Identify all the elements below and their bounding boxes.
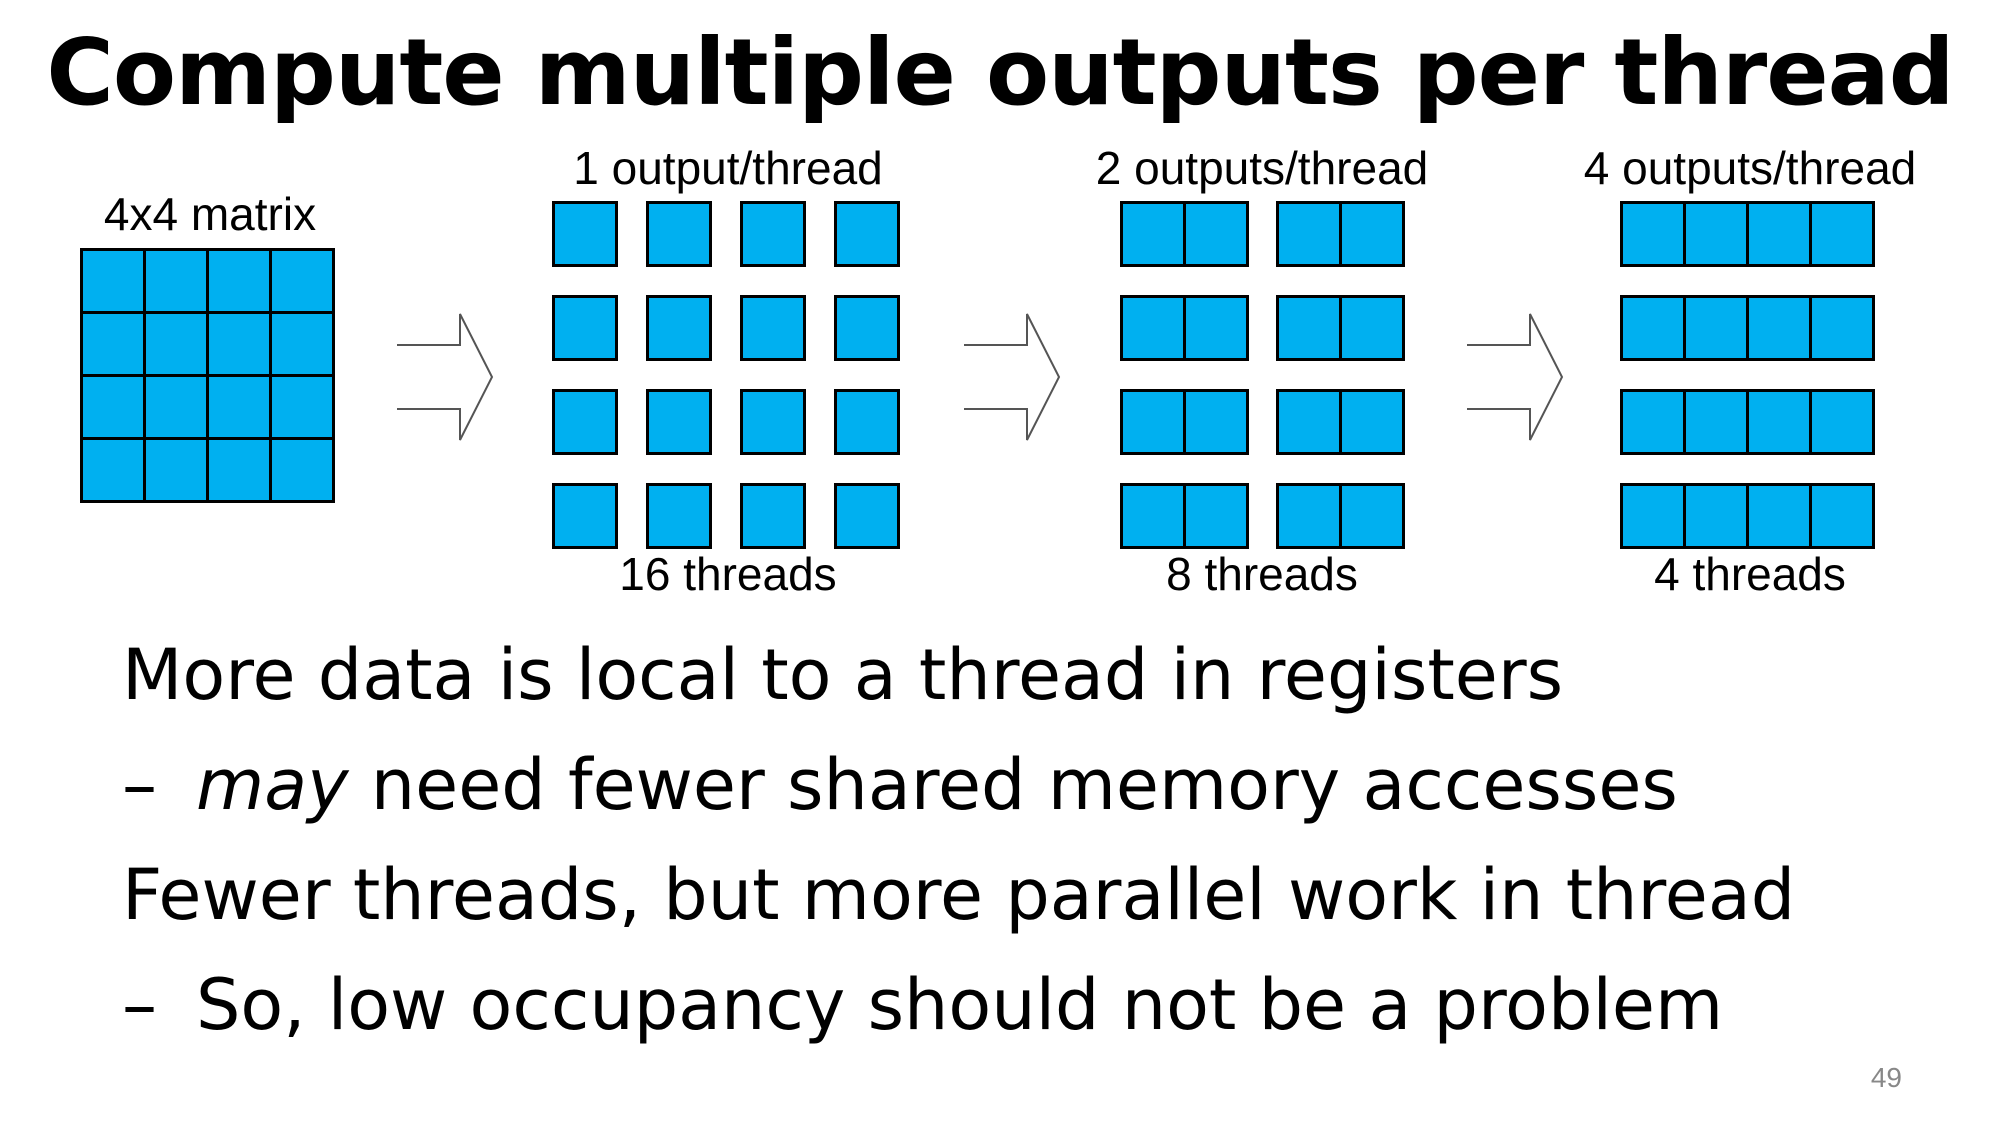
thread-block-2-cell bbox=[1120, 201, 1186, 267]
bullet-1: More data is local to a thread in regist… bbox=[122, 634, 1564, 716]
thread-block-2-cell bbox=[1339, 295, 1405, 361]
thread-block-1 bbox=[552, 295, 618, 361]
matrix-cell bbox=[206, 248, 272, 314]
thread-block-4-cell bbox=[1746, 201, 1812, 267]
bullet-2: –may need fewer shared memory accesses bbox=[122, 744, 1678, 826]
matrix-cell bbox=[143, 437, 209, 503]
thread-block-1 bbox=[552, 201, 618, 267]
thread-block-2-cell bbox=[1120, 295, 1186, 361]
thread-block-4-cell bbox=[1746, 483, 1812, 549]
thread-block-2-cell bbox=[1339, 201, 1405, 267]
panel-3-threads: 4 threads bbox=[1654, 548, 1846, 600]
thread-block-2-cell bbox=[1276, 201, 1342, 267]
matrix-cell bbox=[269, 311, 335, 377]
matrix-cell bbox=[80, 437, 146, 503]
page-number: 49 bbox=[1870, 1062, 1902, 1093]
panel-1-threads: 16 threads bbox=[619, 548, 837, 600]
matrix-cell bbox=[206, 374, 272, 440]
thread-block-2-cell bbox=[1183, 295, 1249, 361]
matrix-label: 4x4 matrix bbox=[103, 188, 317, 240]
thread-block-1 bbox=[646, 295, 712, 361]
right-arrow-icon bbox=[397, 313, 494, 441]
right-arrow-icon bbox=[1467, 313, 1564, 441]
thread-block-4-cell bbox=[1746, 389, 1812, 455]
matrix-cell bbox=[80, 311, 146, 377]
thread-block-1 bbox=[552, 389, 618, 455]
matrix-cell bbox=[80, 248, 146, 314]
matrix-cell bbox=[269, 374, 335, 440]
bullet-list: More data is local to a thread in regist… bbox=[122, 620, 1795, 1060]
thread-block-4-cell bbox=[1746, 295, 1812, 361]
thread-block-1 bbox=[646, 201, 712, 267]
thread-block-1 bbox=[740, 389, 806, 455]
panel-3-label: 4 outputs/thread bbox=[1583, 142, 1917, 194]
matrix-cell bbox=[269, 437, 335, 503]
panel-2-label: 2 outputs/thread bbox=[1095, 142, 1429, 194]
thread-block-2-cell bbox=[1120, 389, 1186, 455]
matrix-cell bbox=[143, 311, 209, 377]
thread-block-1 bbox=[834, 201, 900, 267]
thread-block-1 bbox=[552, 483, 618, 549]
thread-block-4-cell bbox=[1620, 389, 1686, 455]
matrix-cell bbox=[206, 437, 272, 503]
matrix-cell bbox=[143, 374, 209, 440]
thread-block-4-cell bbox=[1683, 201, 1749, 267]
thread-block-1 bbox=[834, 295, 900, 361]
thread-block-2-cell bbox=[1276, 483, 1342, 549]
thread-block-2-cell bbox=[1183, 201, 1249, 267]
matrix-cell bbox=[80, 374, 146, 440]
thread-block-4-cell bbox=[1683, 295, 1749, 361]
panel-2-threads: 8 threads bbox=[1166, 548, 1358, 600]
thread-block-1 bbox=[646, 483, 712, 549]
thread-block-4-cell bbox=[1620, 201, 1686, 267]
thread-block-1 bbox=[740, 295, 806, 361]
thread-block-4-cell bbox=[1809, 295, 1875, 361]
thread-block-1 bbox=[740, 201, 806, 267]
thread-block-2-cell bbox=[1339, 389, 1405, 455]
thread-block-4-cell bbox=[1620, 295, 1686, 361]
thread-block-1 bbox=[834, 483, 900, 549]
panel-1-label: 1 output/thread bbox=[573, 142, 883, 194]
thread-block-2-cell bbox=[1183, 483, 1249, 549]
matrix-cell bbox=[143, 248, 209, 314]
thread-block-2-cell bbox=[1276, 389, 1342, 455]
thread-block-1 bbox=[740, 483, 806, 549]
bullet-4: –So, low occupancy should not be a probl… bbox=[122, 964, 1724, 1046]
bullet-3: Fewer threads, but more parallel work in… bbox=[122, 854, 1796, 936]
slide-title: Compute multiple outputs per thread bbox=[46, 19, 1954, 126]
thread-block-4-cell bbox=[1620, 483, 1686, 549]
right-arrow-icon bbox=[964, 313, 1061, 441]
thread-block-2-cell bbox=[1183, 389, 1249, 455]
thread-block-4-cell bbox=[1809, 483, 1875, 549]
thread-block-1 bbox=[834, 389, 900, 455]
thread-block-4-cell bbox=[1809, 201, 1875, 267]
matrix-cell bbox=[269, 248, 335, 314]
thread-block-4-cell bbox=[1809, 389, 1875, 455]
thread-block-2-cell bbox=[1339, 483, 1405, 549]
thread-block-4-cell bbox=[1683, 483, 1749, 549]
thread-block-1 bbox=[646, 389, 712, 455]
thread-block-2-cell bbox=[1120, 483, 1186, 549]
matrix-cell bbox=[206, 311, 272, 377]
thread-block-2-cell bbox=[1276, 295, 1342, 361]
thread-block-4-cell bbox=[1683, 389, 1749, 455]
